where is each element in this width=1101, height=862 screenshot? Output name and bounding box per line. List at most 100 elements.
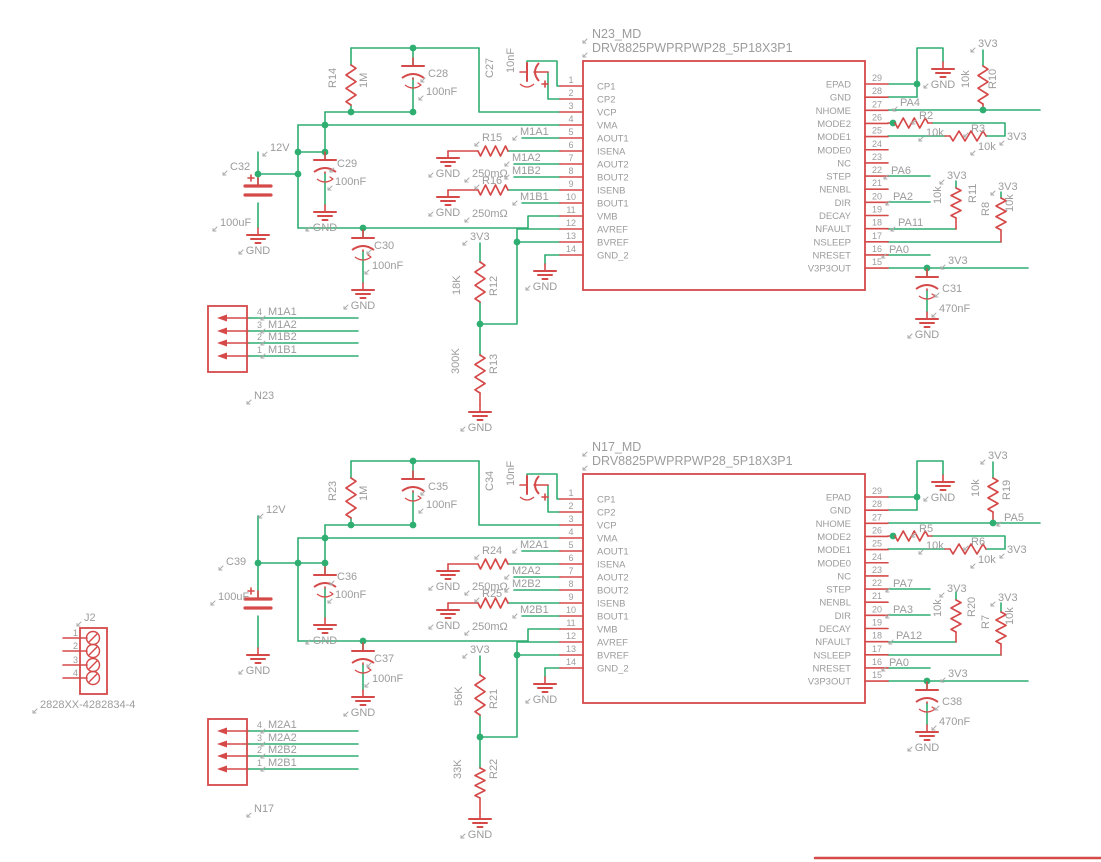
netlabel-m2b1[interactable]: M2B1 xyxy=(268,757,297,769)
label-gnd[interactable]: GND xyxy=(351,300,376,312)
label-3v3[interactable]: 3V3 xyxy=(1007,131,1027,143)
resistor-r7[interactable] xyxy=(995,611,1007,645)
wire[interactable] xyxy=(526,60,561,87)
capacitor-c28[interactable] xyxy=(404,84,422,89)
resistor-r13[interactable] xyxy=(474,354,486,394)
label-pa11[interactable]: PA11 xyxy=(898,217,923,229)
label-100uf[interactable]: 100uF xyxy=(218,591,249,603)
label-r21[interactable]: R21 xyxy=(488,689,500,709)
label-1m[interactable]: 1M xyxy=(358,486,370,501)
label-m1a1[interactable]: M1A1 xyxy=(520,126,549,138)
label-c36[interactable]: C36 xyxy=(337,571,357,583)
label-100uf[interactable]: 100uF xyxy=(220,217,251,229)
label-j2-part[interactable]: 2828XX-4282834-4 xyxy=(40,699,135,711)
label-c29[interactable]: C29 xyxy=(337,158,357,170)
label-m1b1[interactable]: M1B1 xyxy=(520,191,549,203)
ic-refdes-n23-md[interactable]: N23_MD xyxy=(592,27,641,41)
label-3v3[interactable]: 3V3 xyxy=(470,644,490,656)
resistor-r21[interactable] xyxy=(474,674,486,716)
label-r12[interactable]: R12 xyxy=(488,276,500,296)
label-470nf[interactable]: 470nF xyxy=(939,716,970,728)
capacitor-c30[interactable] xyxy=(351,245,375,251)
wire[interactable] xyxy=(478,460,561,526)
label-3v3[interactable]: 3V3 xyxy=(948,668,968,680)
resistor-r16[interactable] xyxy=(477,184,509,196)
capacitor-c31[interactable] xyxy=(915,284,939,290)
label-100nf[interactable]: 100nF xyxy=(426,499,457,511)
wire[interactable] xyxy=(526,473,561,500)
label-r15[interactable]: R15 xyxy=(482,132,502,144)
label-r16[interactable]: R16 xyxy=(482,175,502,187)
label-gnd[interactable]: GND xyxy=(313,222,338,234)
label-c39[interactable]: C39 xyxy=(226,556,246,568)
label-gnd[interactable]: GND xyxy=(468,829,493,841)
label-3v3[interactable]: 3V3 xyxy=(998,592,1018,604)
label-3v3[interactable]: 3V3 xyxy=(988,450,1008,462)
label-m1b2[interactable]: M1B2 xyxy=(512,165,541,177)
label-gnd[interactable]: GND xyxy=(931,79,956,91)
label-12v[interactable]: 12V xyxy=(266,504,286,516)
wire[interactable] xyxy=(931,535,1006,550)
label-10k[interactable]: 10k xyxy=(960,70,972,88)
label-3v3[interactable]: 3V3 xyxy=(470,231,490,243)
label-gnd[interactable]: GND xyxy=(313,635,338,647)
capacitor-c36[interactable] xyxy=(316,593,334,598)
connector-body-n23[interactable] xyxy=(207,305,248,373)
screw-terminal-icon[interactable] xyxy=(85,643,101,659)
label-r6[interactable]: R6 xyxy=(971,536,985,548)
wire[interactable] xyxy=(527,628,561,642)
label-gnd[interactable]: GND xyxy=(246,245,271,257)
resistor-r6[interactable] xyxy=(949,543,987,555)
label-gnd[interactable]: GND xyxy=(915,742,940,754)
wire[interactable] xyxy=(916,47,944,85)
wire[interactable] xyxy=(547,71,561,100)
resistor-r24[interactable] xyxy=(477,558,509,570)
label-470nf[interactable]: 470nF xyxy=(939,303,970,315)
label-pa3[interactable]: PA3 xyxy=(893,604,913,616)
capacitor-c38[interactable] xyxy=(915,697,939,703)
resistor-r12[interactable] xyxy=(474,261,486,303)
label-300k[interactable]: 300K xyxy=(450,348,462,374)
label-pa4[interactable]: PA4 xyxy=(900,97,920,109)
capacitor-c29[interactable] xyxy=(316,178,334,183)
label-10k[interactable]: 10k xyxy=(926,127,944,139)
label-3v3[interactable]: 3V3 xyxy=(948,255,968,267)
label-r22[interactable]: R22 xyxy=(488,759,500,779)
resistor-r3[interactable] xyxy=(949,130,987,142)
label-r5[interactable]: R5 xyxy=(919,523,933,535)
label-c27[interactable]: C27 xyxy=(484,58,496,78)
resistor-r20[interactable] xyxy=(950,599,962,633)
label-pa7[interactable]: PA7 xyxy=(893,578,913,590)
label-100nf[interactable]: 100nF xyxy=(372,673,403,685)
capacitor-c29[interactable] xyxy=(313,167,337,173)
resistor-r15[interactable] xyxy=(477,145,509,157)
resistor-r23[interactable] xyxy=(345,477,357,519)
wire[interactable] xyxy=(479,228,561,325)
label-10k[interactable]: 10k xyxy=(978,141,996,153)
label-56k[interactable]: 56K xyxy=(453,686,465,706)
netlabel-m1b1[interactable]: M1B1 xyxy=(268,344,297,356)
capacitor-c27[interactable] xyxy=(519,83,535,88)
netlabel-m1a1[interactable]: M1A1 xyxy=(268,306,297,318)
label-n17[interactable]: N17 xyxy=(254,803,274,815)
label-gnd[interactable]: GND xyxy=(915,329,940,341)
label-c31[interactable]: C31 xyxy=(942,283,962,295)
label-c32[interactable]: C32 xyxy=(230,161,250,173)
label-r19[interactable]: R19 xyxy=(1001,480,1013,500)
capacitor-c35[interactable] xyxy=(404,497,422,502)
label-10k[interactable]: 10k xyxy=(978,554,996,566)
resistor-r14[interactable] xyxy=(345,64,357,106)
label-gnd[interactable]: GND xyxy=(351,707,376,719)
label-r23[interactable]: R23 xyxy=(327,481,339,501)
label-pa0[interactable]: PA0 xyxy=(889,244,909,256)
label-gnd[interactable]: GND xyxy=(436,168,461,180)
label-r10[interactable]: R10 xyxy=(987,69,999,89)
label-r24[interactable]: R24 xyxy=(482,545,502,557)
label-3v3[interactable]: 3V3 xyxy=(998,181,1018,193)
connector-body-n17[interactable] xyxy=(207,718,248,786)
label-m2a2[interactable]: M2A2 xyxy=(512,565,541,577)
label-250m[interactable]: 250mΩ xyxy=(472,581,508,593)
label-10k[interactable]: 10k xyxy=(970,479,982,497)
label-gnd[interactable]: GND xyxy=(246,665,271,677)
label-10k[interactable]: 10k xyxy=(1004,194,1016,212)
